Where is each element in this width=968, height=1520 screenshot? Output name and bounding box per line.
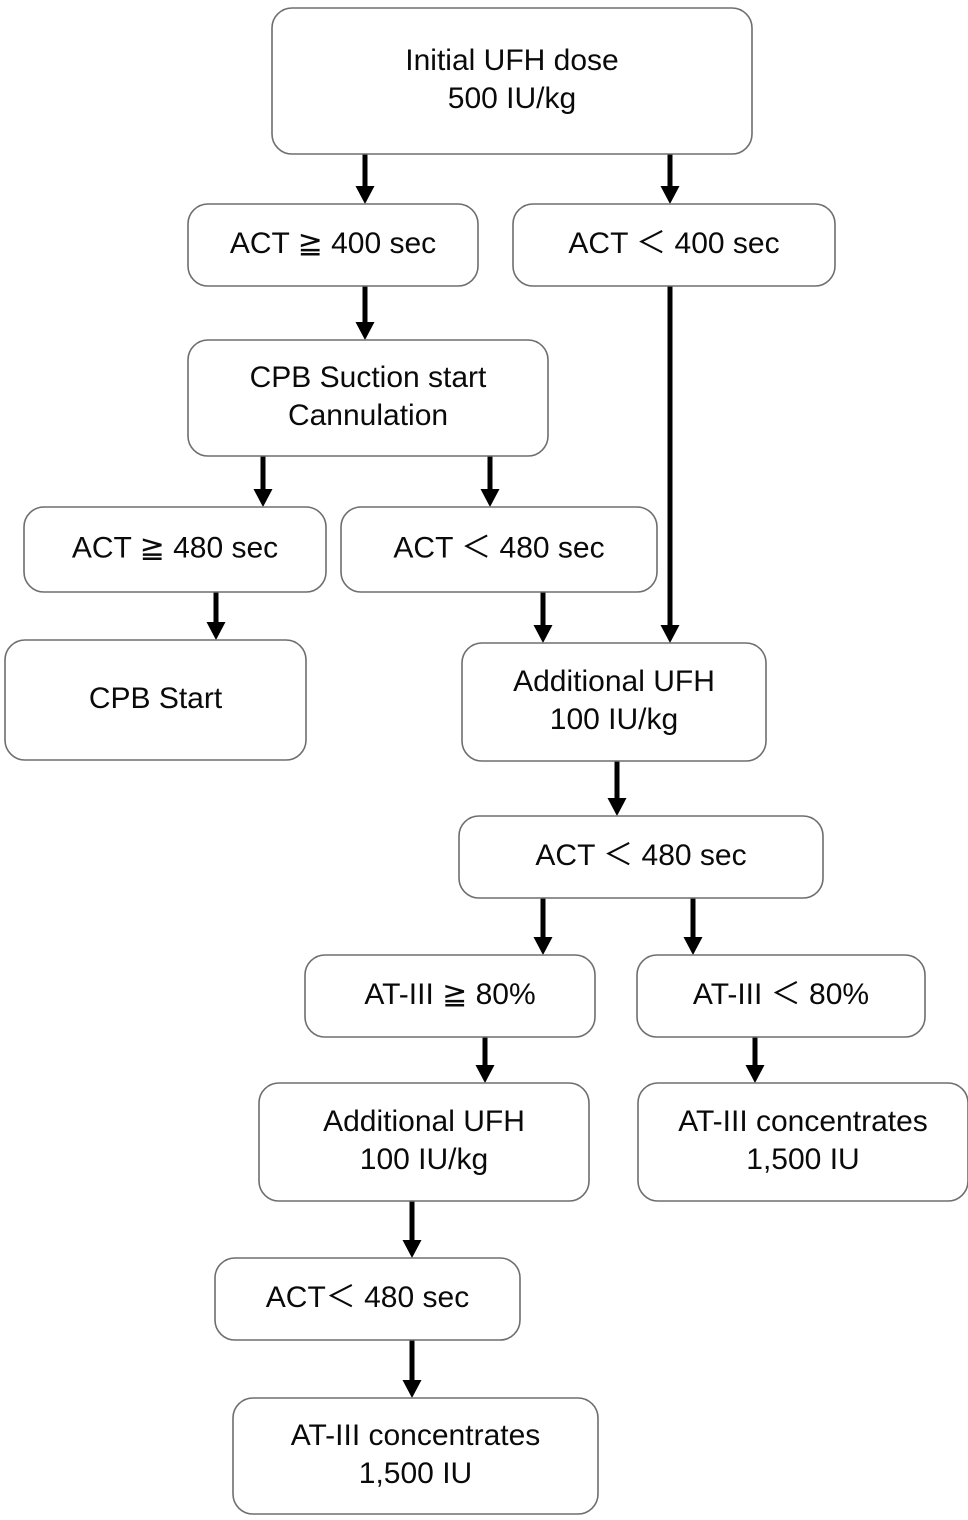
connector-at3-lt-80-to-at3-concentrates [745, 1037, 765, 1083]
node-label-line: 1,500 IU [746, 1143, 859, 1176]
node-label-line: AT-III concentrates [291, 1419, 541, 1452]
at3-concentrates-bottom-box[interactable]: AT-III concentrates 1,500 IU [232, 1397, 599, 1515]
arrow-head-icon [745, 1065, 765, 1083]
act-ge-400-box[interactable]: ACT ≧ 400 sec [187, 203, 479, 287]
arrow-head-icon [355, 186, 375, 204]
act-lt-480-middle-box[interactable]: ACT ＜ 480 sec [458, 815, 824, 899]
node-outline [23, 506, 327, 593]
arrow-head-icon [402, 1380, 422, 1398]
node-label-line: 500 IU/kg [448, 82, 576, 115]
connectors-layer [206, 154, 765, 1398]
node-label-line: AT-III concentrates [678, 1105, 928, 1138]
arrow-head-icon [660, 625, 680, 643]
node-label-line: AT-III ≧ 80% [364, 978, 535, 1011]
arrow-head-icon [253, 489, 273, 507]
arrow-head-icon [683, 937, 703, 955]
node-label-line: ACT ＜ 400 sec [568, 227, 779, 260]
node-outline [637, 1082, 968, 1202]
node-outline [636, 954, 926, 1038]
connector-cpb-suction-to-act-lt-480 [480, 456, 500, 507]
arrow-head-icon [533, 625, 553, 643]
connector-act-lt-480-to-additional-ufh [533, 592, 553, 643]
node-label-line: CPB Suction start [250, 361, 487, 394]
node-label-line: 100 IU/kg [550, 703, 678, 736]
act-lt-480-upper-box[interactable]: ACT ＜ 480 sec [340, 506, 658, 593]
at3-ge-80-box[interactable]: AT-III ≧ 80% [304, 954, 596, 1038]
node-outline [187, 339, 549, 457]
connector-initial-to-act-ge-400 [355, 154, 375, 204]
connector-act-lt-480-to-at3-ge-80 [533, 898, 553, 955]
arrow-head-icon [206, 622, 226, 640]
act-ge-480-box[interactable]: ACT ≧ 480 sec [23, 506, 327, 593]
connector-at3-ge-80-to-additional-ufh [475, 1037, 495, 1083]
connector-act-ge-400-to-cpb-suction [355, 286, 375, 340]
at3-concentrates-right-box[interactable]: AT-III concentrates 1,500 IU [637, 1082, 968, 1202]
node-label-line: Additional UFH [513, 665, 715, 698]
node-outline [232, 1397, 599, 1515]
node-outline [458, 815, 824, 899]
arrow-head-icon [607, 798, 627, 816]
node-outline [258, 1082, 590, 1202]
node-label-line: Cannulation [288, 399, 448, 432]
connector-additional-ufh-to-act-lt-480 [607, 761, 627, 816]
node-label-line: ACT ≧ 400 sec [230, 227, 436, 260]
connector-act-lt-480-to-at3-lt-80 [683, 898, 703, 955]
act-lt-480-lower-box[interactable]: ACT＜ 480 sec [214, 1257, 521, 1341]
node-label-line: Initial UFH dose [405, 44, 618, 77]
connector-act-lt-480-to-at3-concentrates-bottom [402, 1340, 422, 1398]
node-label-line: ACT＜ 480 sec [266, 1281, 469, 1314]
arrow-head-icon [533, 937, 553, 955]
node-outline [512, 203, 836, 287]
cpb-start-box[interactable]: CPB Start [4, 639, 307, 761]
node-outline [461, 642, 767, 762]
node-label-line: Additional UFH [323, 1105, 525, 1138]
additional-ufh-upper-box[interactable]: Additional UFH 100 IU/kg [461, 642, 767, 762]
node-outline [214, 1257, 521, 1341]
node-outline [187, 203, 479, 287]
connector-cpb-suction-to-act-ge-480 [253, 456, 273, 507]
node-label-line: ACT ＜ 480 sec [535, 839, 746, 872]
arrow-head-icon [355, 322, 375, 340]
node-label-line: 1,500 IU [359, 1457, 472, 1490]
arrow-head-icon [480, 489, 500, 507]
connector-additional-ufh-to-act-lt-480-lower [402, 1201, 422, 1258]
arrow-head-icon [402, 1240, 422, 1258]
node-label-line: CPB Start [89, 682, 223, 715]
node-label-line: ACT ＜ 480 sec [393, 531, 604, 564]
connector-initial-to-act-lt-400 [660, 154, 680, 204]
arrow-head-icon [660, 186, 680, 204]
act-lt-400-box[interactable]: ACT ＜ 400 sec [512, 203, 836, 287]
node-outline [4, 639, 307, 761]
node-label-line: ACT ≧ 480 sec [72, 531, 278, 564]
additional-ufh-lower-box[interactable]: Additional UFH 100 IU/kg [258, 1082, 590, 1202]
node-outline [304, 954, 596, 1038]
connector-act-ge-480-to-cpb-start [206, 592, 226, 640]
arrow-head-icon [475, 1065, 495, 1083]
node-label-line: AT-III ＜ 80% [693, 978, 869, 1011]
initial-ufh-dose-box[interactable]: Initial UFH dose 500 IU/kg [271, 7, 753, 155]
node-outline [271, 7, 753, 155]
node-outline [340, 506, 658, 593]
connector-act-lt-400-to-additional-ufh [660, 286, 680, 643]
node-label-line: 100 IU/kg [360, 1143, 488, 1176]
at3-lt-80-box[interactable]: AT-III ＜ 80% [636, 954, 926, 1038]
